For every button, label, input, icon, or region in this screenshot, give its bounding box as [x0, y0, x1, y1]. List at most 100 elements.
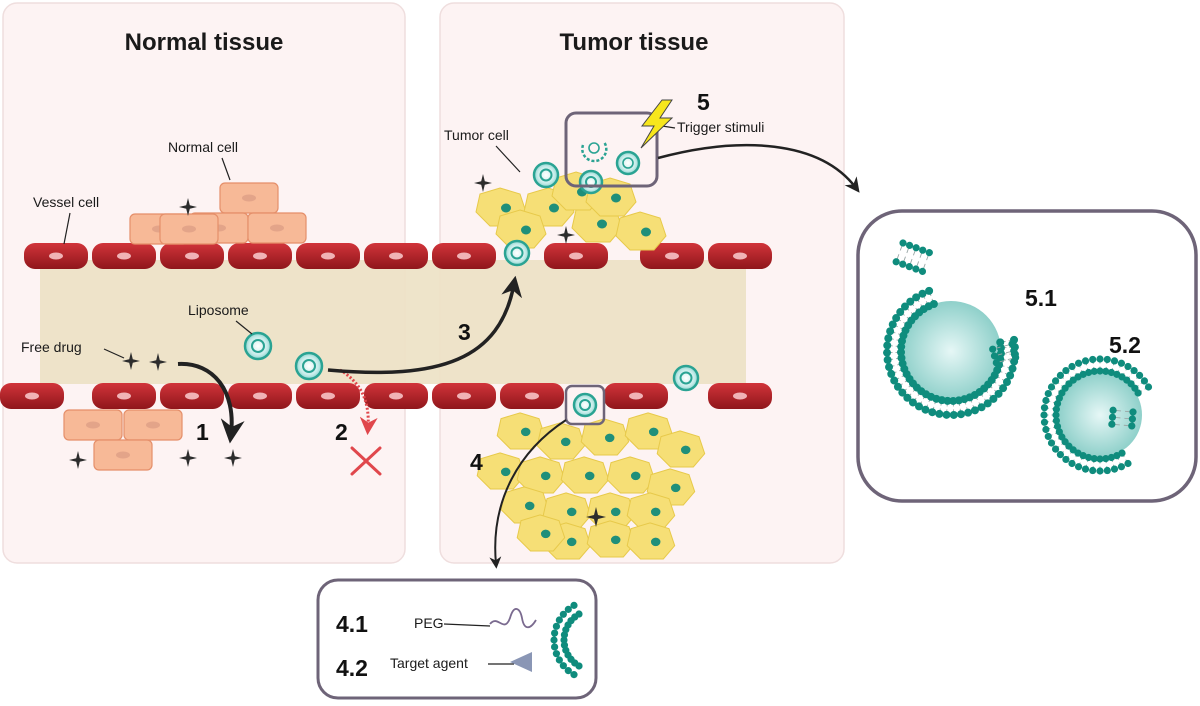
- liposome-targeting: [572, 392, 598, 418]
- tumor-cell: [580, 418, 630, 456]
- vessel-cell: [296, 383, 360, 409]
- drug-star: [122, 352, 140, 370]
- tumor-cell-cluster-bottom: [476, 412, 706, 560]
- step-4-2-number: 4.2: [336, 655, 368, 681]
- normal-cell-cluster-bottom: [63, 409, 183, 471]
- vessel-cell: [228, 243, 292, 269]
- step-4-zoom-box: [564, 384, 606, 426]
- lipid-bilayer-fragment: [550, 601, 583, 679]
- normal-cell-leader: [221, 157, 231, 181]
- burst-liposome-small-b: [615, 150, 641, 176]
- vessel-cell: [432, 383, 496, 409]
- vessel-cell: [364, 383, 428, 409]
- step-4-callout-arrow: [489, 419, 567, 569]
- tumor-cell: [626, 492, 676, 530]
- normal-cell: [159, 213, 219, 245]
- drug-star: [586, 507, 606, 527]
- tumor-cell: [560, 456, 610, 494]
- step-5-1-number: 5.1: [1025, 285, 1057, 311]
- trigger-stimuli-leader: [661, 125, 676, 129]
- step-1-number: 1: [196, 419, 209, 445]
- vessel-cell: [296, 243, 360, 269]
- tumor-tissue-title: Tumor tissue: [560, 29, 709, 56]
- vessel-lumen: [40, 260, 746, 384]
- tumor-cell-cluster-top: [475, 171, 667, 251]
- liposome-in-lumen: [243, 331, 273, 361]
- vessel-cell: [92, 243, 156, 269]
- vessel-wall-top: [24, 243, 772, 269]
- liposome-leader: [235, 320, 253, 335]
- step-5-2-number: 5.2: [1109, 332, 1141, 358]
- tumor-cell-label: Tumor cell: [444, 127, 509, 143]
- burst-liposome-small-a: [581, 141, 608, 163]
- step-3-number: 3: [458, 319, 471, 345]
- liposome-label: Liposome: [188, 302, 249, 318]
- target-agent-icon: [510, 652, 532, 672]
- tumor-cell-leader: [495, 145, 521, 173]
- lipid-fragments: [892, 239, 1137, 430]
- vessel-cell: [0, 383, 64, 409]
- normal-cell: [247, 212, 307, 244]
- step-5-zoom-box: [564, 111, 659, 188]
- tumor-cell: [586, 520, 636, 558]
- tumor-cell: [656, 430, 706, 468]
- vessel-cell: [708, 243, 772, 269]
- drug-star: [474, 174, 492, 192]
- step-1-arrow: [177, 361, 245, 444]
- vessel-cell: [160, 383, 224, 409]
- liposome-extravasated: [503, 239, 531, 267]
- peg-leader: [443, 623, 491, 627]
- peg-chain-icon: [489, 608, 537, 629]
- vessel-cell: [228, 383, 292, 409]
- vessel-wall-bottom: [0, 383, 772, 409]
- drug-star: [224, 449, 242, 467]
- drug-star: [149, 353, 167, 371]
- liposome-in-tumor: [532, 161, 560, 189]
- step-2-arrow: [339, 368, 378, 436]
- liposome-exiting-normal: [294, 351, 324, 381]
- vessel-cell: [364, 243, 428, 269]
- normal-cell: [93, 439, 153, 471]
- tumor-cell: [496, 412, 546, 450]
- drug-star: [69, 451, 87, 469]
- liposome-in-tumor-2: [578, 169, 604, 195]
- step-2-number: 2: [335, 419, 348, 445]
- step-5-callout-arrow: [657, 143, 860, 193]
- normal-tissue-title: Normal tissue: [125, 29, 284, 56]
- step-4-number: 4: [470, 449, 483, 475]
- tumor-cell: [606, 456, 656, 494]
- blocked-cross-icon: [350, 446, 382, 476]
- vessel-cell: [708, 383, 772, 409]
- drug-star: [557, 226, 575, 244]
- liposome-5-2-core: [1058, 373, 1142, 457]
- drug-star: [179, 449, 197, 467]
- lightning-icon: [640, 99, 674, 149]
- liposome-5-1-core: [901, 301, 1001, 401]
- free-drug-label: Free drug: [21, 339, 82, 355]
- opened-liposome-5-2: [1040, 355, 1153, 475]
- tumor-cell: [626, 522, 676, 560]
- peg-label: PEG: [414, 615, 444, 631]
- vessel-cell: [500, 383, 564, 409]
- target-agent-label: Target agent: [390, 655, 468, 671]
- normal-cell: [123, 409, 183, 441]
- vessel-cell: [160, 243, 224, 269]
- step-5-number: 5: [697, 89, 710, 115]
- tumor-cell: [516, 514, 566, 552]
- trigger-stimuli-label: Trigger stimuli: [677, 119, 764, 135]
- normal-cell: [63, 409, 123, 441]
- vessel-cell: [640, 243, 704, 269]
- vessel-cell-leader: [63, 212, 71, 245]
- free-drug-leader: [103, 348, 125, 359]
- tumor-cell: [615, 211, 667, 251]
- vessel-cell: [24, 243, 88, 269]
- vessel-cell: [544, 243, 608, 269]
- drug-star: [179, 198, 197, 216]
- vessel-cell: [432, 243, 496, 269]
- vessel-cell: [92, 383, 156, 409]
- vessel-cell-label: Vessel cell: [33, 194, 99, 210]
- tumor-cell: [476, 452, 526, 490]
- step-4-1-number: 4.1: [336, 611, 368, 637]
- vessel-cell: [604, 383, 668, 409]
- step-3-arrow: [327, 275, 523, 375]
